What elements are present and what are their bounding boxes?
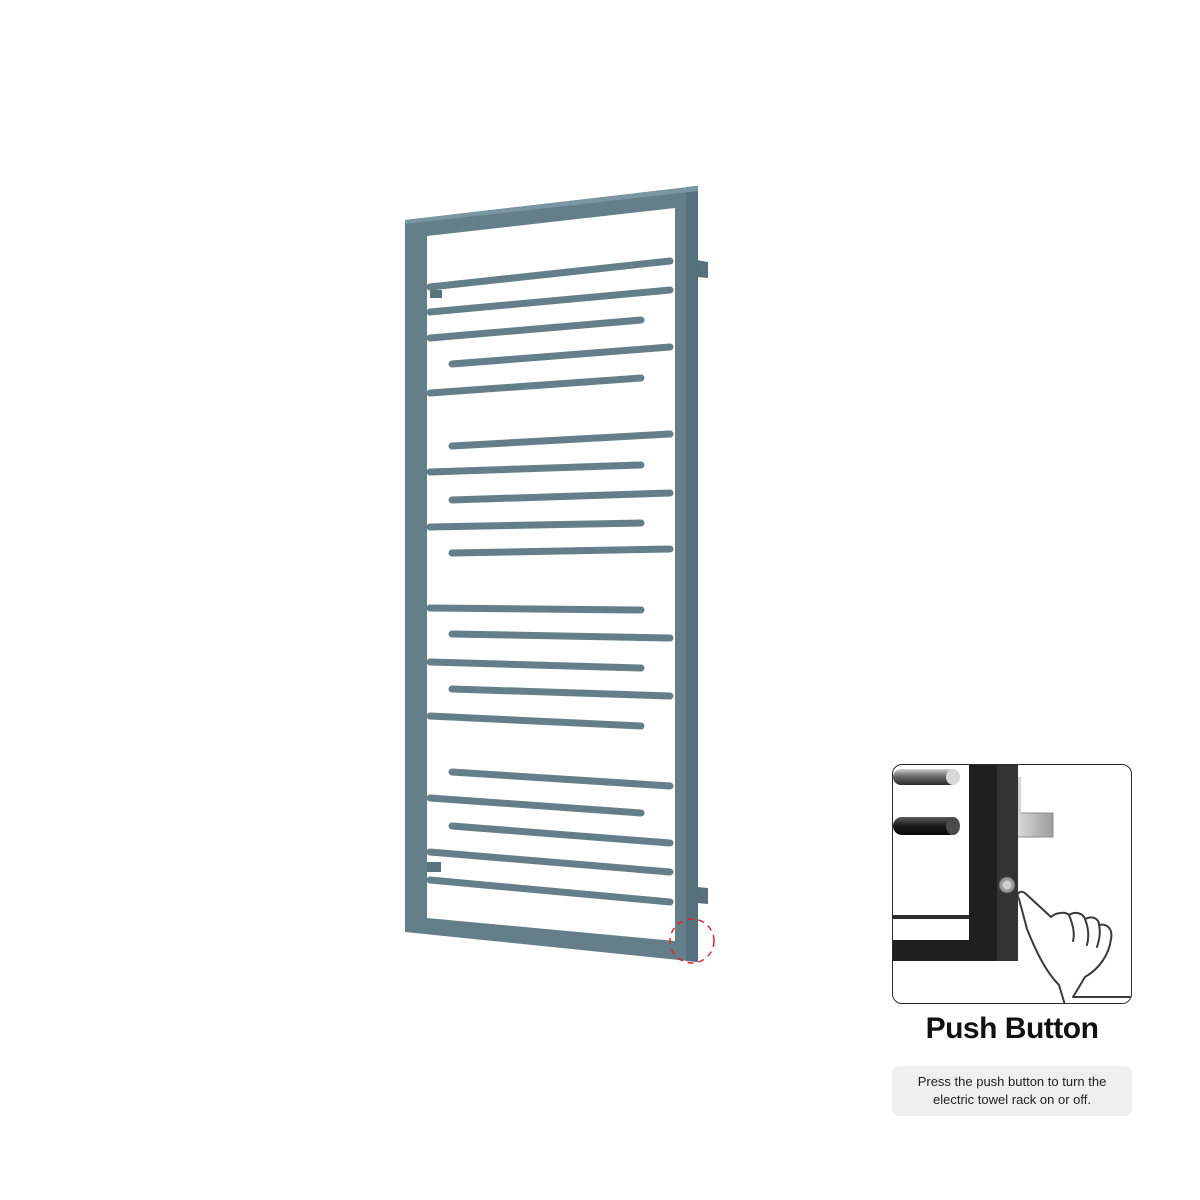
inset-frame <box>893 765 1018 961</box>
feature-title: Push Button <box>925 1012 1099 1045</box>
feature-description: Press the push button to turn the electr… <box>917 1074 1107 1107</box>
frame-right-side <box>686 186 698 962</box>
frame-top-face <box>405 186 698 224</box>
inset-bar-top <box>893 769 959 785</box>
feature-description-box: Press the push button to turn the electr… <box>892 1066 1132 1116</box>
bar-tab-top <box>430 290 442 298</box>
long-bars <box>426 257 674 906</box>
inset-bar-middle <box>893 817 959 835</box>
push-button-illustration <box>893 765 1131 1003</box>
dashed-circle-icon <box>669 918 715 964</box>
pointing-hand-icon <box>1016 890 1131 1003</box>
short-bars <box>426 316 645 817</box>
push-button-detail <box>892 764 1132 1004</box>
power-button-icon <box>998 876 1016 894</box>
bar-tab-bottom <box>427 862 441 872</box>
